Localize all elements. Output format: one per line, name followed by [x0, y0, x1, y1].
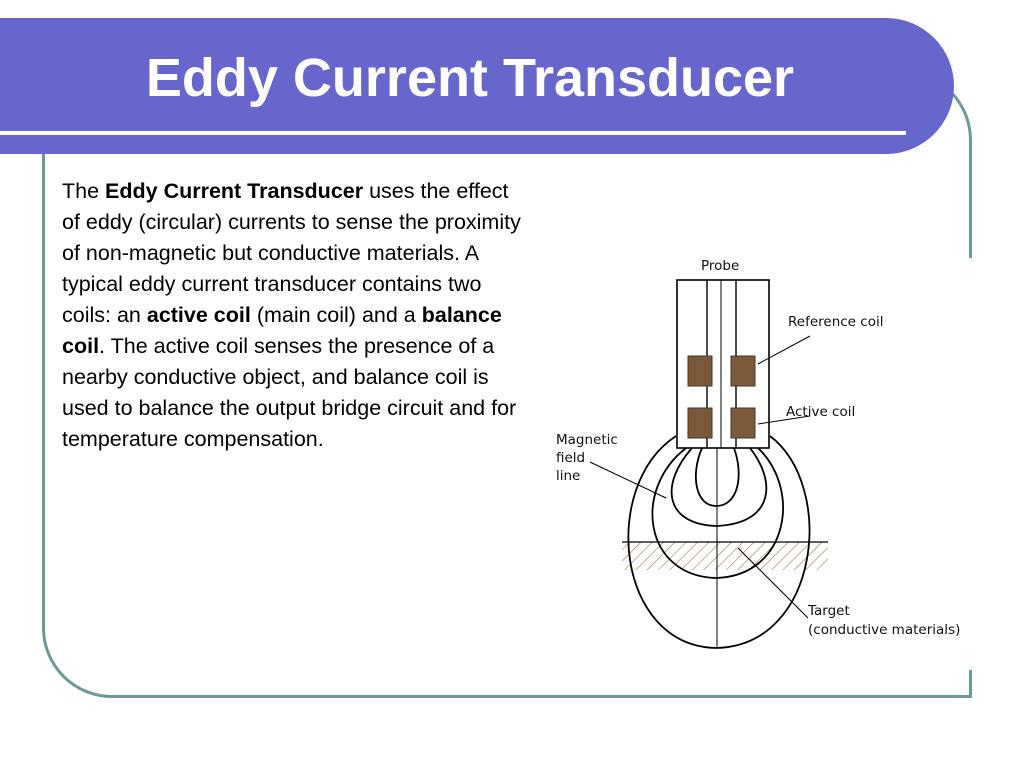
label-reference-coil: Reference coil: [788, 314, 883, 330]
label-target-line-2: (conductive materials): [808, 622, 960, 638]
reference-coil-left: [687, 355, 713, 387]
reference-coil-leader: [757, 335, 811, 365]
label-magnetic-line-2: field: [556, 450, 585, 466]
label-magnetic-line-1: Magnetic: [556, 432, 618, 448]
label-active-coil: Active coil: [786, 404, 855, 420]
body-text-1: The: [62, 179, 106, 203]
field-line-2: [651, 447, 784, 579]
label-magnetic-line-3: line: [556, 468, 580, 484]
title-rule: [0, 131, 906, 135]
term-balance-coil: balance coil: [62, 303, 502, 358]
body-paragraph: The Eddy Current Transducer uses the eff…: [62, 176, 532, 455]
label-target-line-1: Target: [807, 603, 850, 619]
label-probe: Probe: [701, 258, 739, 274]
field-line-inner: [695, 447, 740, 507]
field-line-outer: [627, 435, 811, 649]
slide-title: Eddy Current Transducer: [145, 48, 795, 108]
target-surface: [622, 542, 828, 570]
active-coil-leader: [757, 415, 811, 425]
eddy-current-diagram: Probe Reference coil Active coil Magneti…: [540, 258, 1000, 670]
magnetic-field-leader: [589, 461, 667, 499]
active-coil-left: [687, 407, 713, 439]
term-eddy-current-transducer: Eddy Current Transducer: [105, 179, 364, 203]
body-text-3: (main coil) and a: [250, 303, 422, 327]
term-active-coil: active coil: [146, 303, 251, 327]
body-text-2: uses the effect of eddy (circular) curre…: [62, 179, 521, 327]
reference-coil-right: [730, 355, 756, 387]
target-leader: [737, 547, 809, 619]
active-coil-right: [730, 407, 756, 439]
field-line-3: [670, 447, 768, 527]
body-text-4: . The active coil senses the presence of…: [62, 334, 517, 451]
